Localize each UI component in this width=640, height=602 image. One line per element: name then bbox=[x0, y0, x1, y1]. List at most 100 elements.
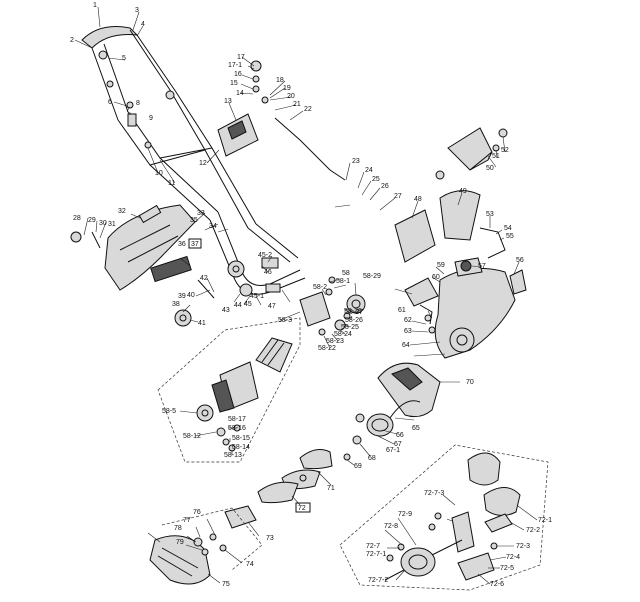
part-label: 67 bbox=[394, 441, 402, 448]
part-label: 58-12 bbox=[183, 433, 201, 440]
belt-cover-group bbox=[343, 362, 441, 461]
part-label: 68 bbox=[368, 455, 376, 462]
part-label: 53 bbox=[486, 211, 494, 218]
part-label: 72-4 bbox=[506, 554, 520, 561]
part-label: 7 bbox=[126, 107, 130, 114]
part-label: 63 bbox=[404, 328, 412, 335]
part-label: 6 bbox=[108, 99, 112, 106]
part-label: 35 bbox=[190, 217, 198, 224]
part-label: 72-7-3 bbox=[424, 490, 444, 497]
part-label: 72-9 bbox=[398, 511, 412, 518]
part-label: 12 bbox=[199, 160, 207, 167]
part-label: 44 bbox=[234, 302, 242, 309]
part-label: 58-13 bbox=[224, 452, 242, 459]
part-label: 66 bbox=[396, 432, 404, 439]
part-label: 24 bbox=[365, 167, 373, 174]
part-label: 58-22 bbox=[318, 345, 336, 352]
part-label: 50 bbox=[486, 165, 494, 172]
part-label: 58-25 bbox=[341, 324, 359, 331]
part-label: 58 bbox=[342, 270, 350, 277]
part-label: 72-3 bbox=[516, 543, 530, 550]
part-label: 8 bbox=[136, 100, 140, 107]
part-label: 14 bbox=[236, 90, 244, 97]
auger-paddles bbox=[257, 449, 333, 504]
part-label: 48 bbox=[414, 196, 422, 203]
part-label: 30 bbox=[99, 220, 107, 227]
auger-group bbox=[339, 444, 549, 591]
part-label: 45-2 bbox=[258, 252, 272, 259]
part-label: 34 bbox=[209, 223, 217, 230]
part-label: 72-2 bbox=[526, 527, 540, 534]
part-label: 78 bbox=[174, 525, 182, 532]
part-label: 72-7-1 bbox=[366, 551, 386, 558]
part-label: 73 bbox=[266, 535, 274, 542]
part-label: 46 bbox=[264, 269, 272, 276]
part-label: 64 bbox=[402, 342, 410, 349]
part-label: 58-1 bbox=[336, 278, 350, 285]
part-label: 41 bbox=[198, 320, 206, 327]
part-label: 57 bbox=[478, 263, 486, 270]
scraper-assembly bbox=[149, 505, 263, 585]
part-label: 1 bbox=[93, 2, 97, 9]
part-label: 9 bbox=[149, 115, 153, 122]
part-label: 32 bbox=[118, 208, 126, 215]
part-label: 54 bbox=[504, 225, 512, 232]
part-label: 71 bbox=[327, 485, 335, 492]
part-label: 58-29 bbox=[363, 273, 381, 280]
part-label: 17 bbox=[237, 54, 245, 61]
part-label: 31 bbox=[108, 221, 116, 228]
part-label: 72-6 bbox=[490, 581, 504, 588]
main-housing bbox=[404, 257, 516, 359]
part-label: 52 bbox=[501, 147, 509, 154]
part-label: 16 bbox=[234, 71, 242, 78]
part-label: 47 bbox=[268, 303, 276, 310]
part-label: 70 bbox=[466, 379, 474, 386]
part-label: 58-15 bbox=[232, 435, 250, 442]
part-label: 60 bbox=[432, 274, 440, 281]
part-label: 67-1 bbox=[386, 447, 400, 454]
part-label: 19 bbox=[283, 85, 291, 92]
part-label: 55 bbox=[506, 233, 514, 240]
part-label: 4 bbox=[141, 21, 145, 28]
leader-lines bbox=[74, 6, 538, 585]
part-label: 26 bbox=[381, 183, 389, 190]
part-label: 62 bbox=[404, 317, 412, 324]
part-label: 72-8 bbox=[384, 523, 398, 530]
part-label: 72-7-2 bbox=[368, 577, 388, 584]
part-label: 58-2 bbox=[313, 284, 327, 291]
part-label: 22 bbox=[304, 106, 312, 113]
left-housing bbox=[70, 204, 281, 327]
part-label: 10 bbox=[155, 170, 163, 177]
part-label: 69 bbox=[354, 463, 362, 470]
part-label: 29 bbox=[88, 217, 96, 224]
part-label: 74 bbox=[246, 561, 254, 568]
part-label: 39 bbox=[178, 293, 186, 300]
part-label: 58-23 bbox=[326, 338, 344, 345]
part-label: 72-7 bbox=[366, 543, 380, 550]
part-label: 23 bbox=[352, 158, 360, 165]
part-label: 3 bbox=[135, 7, 139, 14]
part-label: 13 bbox=[224, 98, 232, 105]
part-label: 36 bbox=[178, 241, 186, 248]
part-label: 77 bbox=[183, 517, 191, 524]
part-label: 58-16 bbox=[228, 425, 246, 432]
part-label: 2 bbox=[70, 37, 74, 44]
part-label: 58-24 bbox=[334, 331, 352, 338]
part-label: 42 bbox=[200, 275, 208, 282]
part-label: 11 bbox=[168, 180, 175, 187]
part-labels: 1 2 3 4 5 6 7 8 9 10 11 12 13 14 15 16 1… bbox=[70, 2, 552, 588]
chute-assembly bbox=[394, 127, 527, 295]
part-label: 17-1 bbox=[228, 62, 242, 69]
part-label: 5 bbox=[122, 55, 126, 62]
part-label: 43 bbox=[222, 307, 230, 314]
part-label: 28 bbox=[73, 215, 81, 222]
part-label: 33 bbox=[197, 210, 205, 217]
part-label: 51 bbox=[492, 153, 500, 160]
part-label: 25 bbox=[372, 176, 380, 183]
part-label-boxed: 72 bbox=[298, 505, 306, 512]
label-box-72 bbox=[295, 502, 311, 513]
part-label-boxed: 37 bbox=[191, 241, 199, 248]
part-label: 58-27 bbox=[345, 309, 363, 316]
part-label: 58-26 bbox=[345, 317, 363, 324]
